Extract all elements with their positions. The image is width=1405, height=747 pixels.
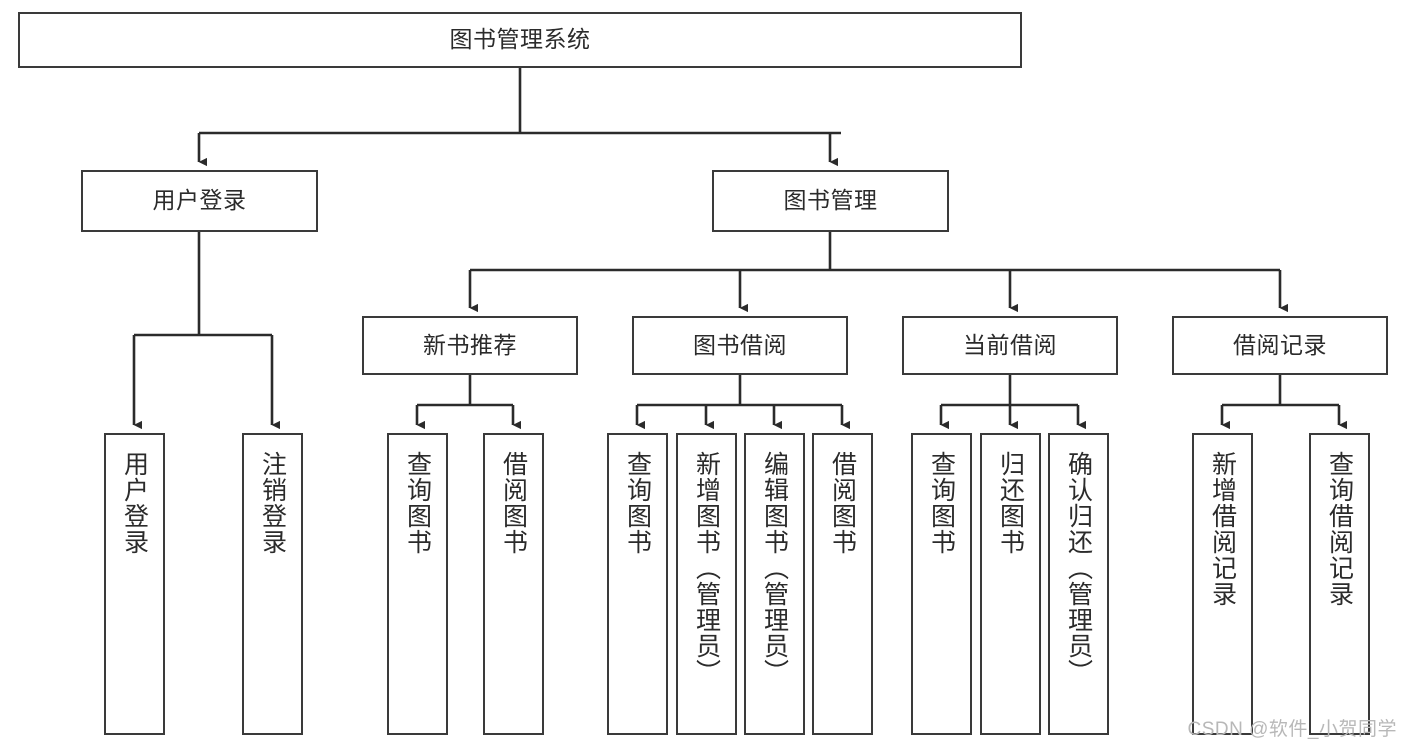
node-label: 确认归还（管理员）	[1064, 451, 1093, 685]
leaf-book-borrow-add[interactable]: 新增图书（管理员）	[676, 433, 737, 735]
leaf-current-borrow-return[interactable]: 归还图书	[980, 433, 1041, 735]
leaf-current-borrow-query[interactable]: 查询图书	[911, 433, 972, 735]
node-label: 新增图书（管理员）	[692, 451, 721, 685]
leaf-borrow-record-query[interactable]: 查询借阅记录	[1309, 433, 1370, 735]
node-label: 查询图书	[927, 451, 956, 555]
leaf-book-borrow-edit[interactable]: 编辑图书（管理员）	[744, 433, 805, 735]
leaf-book-borrow-borrow[interactable]: 借阅图书	[812, 433, 873, 735]
leaf-current-borrow-confirm-return[interactable]: 确认归还（管理员）	[1048, 433, 1109, 735]
node-label: 图书管理系统	[449, 26, 591, 53]
node-label: 注销登录	[258, 451, 287, 555]
leaf-book-borrow-query[interactable]: 查询图书	[607, 433, 668, 735]
leaf-new-book-borrow[interactable]: 借阅图书	[483, 433, 544, 735]
node-label: 新书推荐	[423, 331, 517, 358]
node-book-management[interactable]: 图书管理	[712, 170, 949, 232]
node-label: 编辑图书（管理员）	[760, 451, 789, 685]
leaf-user-login-logout[interactable]: 注销登录	[242, 433, 303, 735]
node-book-borrow[interactable]: 图书借阅	[632, 316, 848, 375]
node-label: 借阅图书	[499, 451, 528, 555]
node-label: 借阅图书	[828, 451, 857, 555]
node-label: 用户登录	[120, 451, 149, 555]
csdn-watermark: CSDN @软件_小贺同学	[1187, 719, 1397, 740]
node-new-book-recommend[interactable]: 新书推荐	[362, 316, 578, 375]
leaf-borrow-record-add[interactable]: 新增借阅记录	[1192, 433, 1253, 735]
node-label: 当前借阅	[963, 331, 1057, 358]
leaf-new-book-query[interactable]: 查询图书	[387, 433, 448, 735]
node-user-login[interactable]: 用户登录	[81, 170, 318, 232]
node-label: 借阅记录	[1233, 331, 1327, 358]
node-label: 归还图书	[996, 451, 1025, 555]
node-label: 新增借阅记录	[1208, 451, 1237, 607]
node-label: 查询图书	[623, 451, 652, 555]
node-borrow-record[interactable]: 借阅记录	[1172, 316, 1388, 375]
node-label: 查询图书	[403, 451, 432, 555]
node-label: 图书管理	[783, 187, 878, 214]
node-label: 用户登录	[152, 187, 247, 214]
leaf-user-login-login[interactable]: 用户登录	[104, 433, 165, 735]
node-label: 图书借阅	[693, 331, 787, 358]
node-root-system[interactable]: 图书管理系统	[18, 12, 1022, 68]
node-current-borrow[interactable]: 当前借阅	[902, 316, 1118, 375]
node-label: 查询借阅记录	[1325, 451, 1354, 607]
